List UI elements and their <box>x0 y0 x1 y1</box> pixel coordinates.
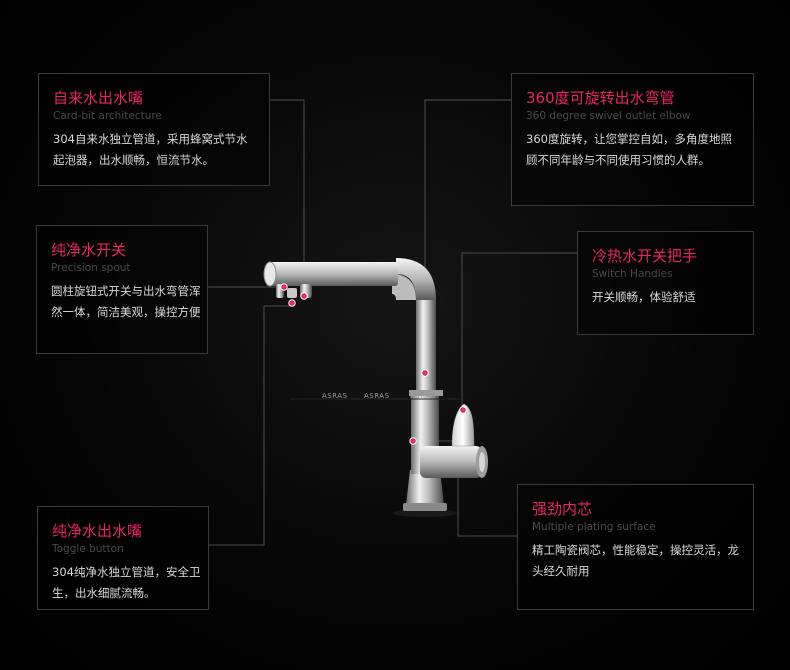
feature-title: 纯净水开关 <box>51 241 127 259</box>
feature-card-ceramic-cartridge: 强劲内芯 Multiple plating surface 精工陶瓷阀芯，性能稳… <box>517 484 754 610</box>
feature-description: 360度旋转，让您掌控自如，多角度地照顾不同年龄与不同使用习惯的人群。 <box>526 132 732 167</box>
brand-watermark-band: ASRAS ASRAS ASRAS <box>290 392 460 400</box>
feature-subtitle: Toggle button <box>52 543 124 555</box>
faucet <box>263 258 488 517</box>
brand-watermark-2: ASRAS <box>364 392 390 400</box>
feature-subtitle: Precision spout <box>51 262 131 274</box>
feature-title: 强劲内芯 <box>532 500 593 518</box>
leader-line-5 <box>209 305 292 546</box>
feature-description: 圆柱旋钮式开关与出水弯管浑然一体，简洁美观，操控方便 <box>51 284 201 319</box>
feature-description: 304纯净水独立管道，安全卫生，出水细腻流畅。 <box>52 565 201 600</box>
feature-description: 304自来水独立管道，采用蜂窝式节水起泡器，出水顺畅，恒流节水。 <box>53 132 248 167</box>
feature-subtitle: Card-bit architecture <box>53 110 162 122</box>
feature-card-swivel-elbow: 360度可旋转出水弯管 360 degree swivel outlet elb… <box>511 73 754 206</box>
feature-card-purified-water-spout: 纯净水出水嘴 Toggle button 304纯净水独立管道，安全卫生，出水细… <box>37 506 209 610</box>
feature-title: 纯净水出水嘴 <box>52 522 143 540</box>
brand-watermark-3: ASRAS <box>410 392 436 400</box>
callout-dot-3 <box>280 283 288 291</box>
feature-title: 360度可旋转出水弯管 <box>526 89 675 107</box>
leader-line-2 <box>424 99 511 372</box>
feature-description: 精工陶瓷阀芯，性能稳定，操控灵活，龙头经久耐用 <box>532 543 739 578</box>
brand-watermark-1: ASRAS <box>322 392 348 400</box>
callout-dots <box>280 283 467 445</box>
leader-line-1 <box>270 99 305 296</box>
leader-line-4 <box>461 252 577 408</box>
feature-subtitle: Multiple plating surface <box>532 521 656 533</box>
callout-dot-2 <box>421 369 429 377</box>
feature-card-hot-cold-handle: 冷热水开关把手 Switch Handles 开关顺畅，体验舒适 <box>577 231 754 335</box>
callout-dot-5 <box>288 299 296 307</box>
feature-subtitle: Switch Handles <box>592 268 673 280</box>
feature-subtitle: 360 degree swivel outlet elbow <box>526 110 691 122</box>
callout-dot-6 <box>409 437 417 445</box>
feature-card-tap-water-spout: 自来水出水嘴 Card-bit architecture 304自来水独立管道，… <box>38 73 270 186</box>
callout-dot-1 <box>300 292 308 300</box>
feature-card-purified-water-switch: 纯净水开关 Precision spout 圆柱旋钮式开关与出水弯管浑然一体，简… <box>36 225 208 354</box>
callout-dot-4 <box>459 406 467 414</box>
feature-description: 开关顺畅，体验舒适 <box>592 290 696 304</box>
feature-title: 自来水出水嘴 <box>53 89 144 107</box>
feature-title: 冷热水开关把手 <box>592 247 698 265</box>
